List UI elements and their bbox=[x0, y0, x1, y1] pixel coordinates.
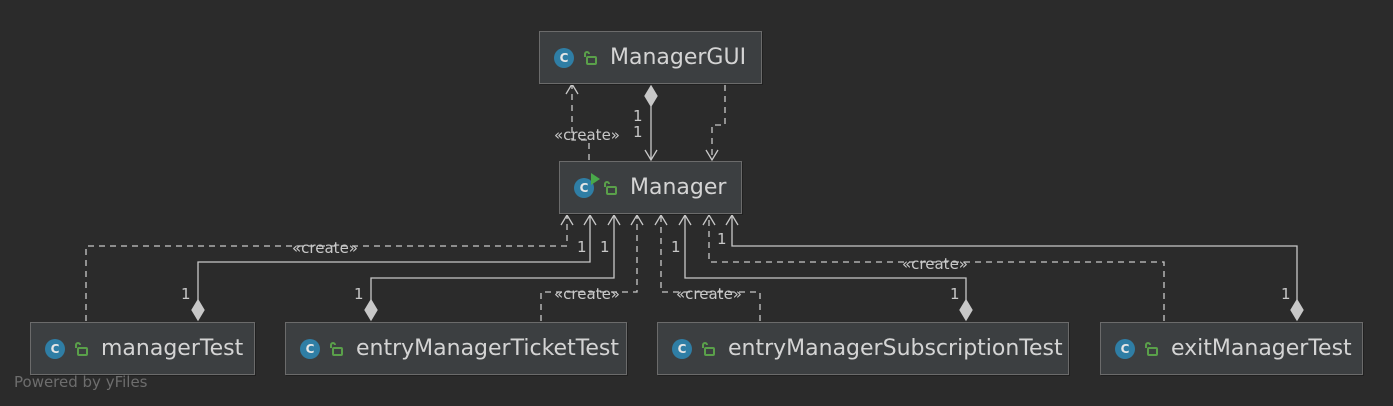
class-node-managergui[interactable]: C ManagerGUI bbox=[539, 31, 762, 84]
edge-managertest-creates-manager bbox=[85, 215, 568, 321]
multiplicity-label: 1 bbox=[354, 285, 364, 303]
edge-subscription-creates-manager bbox=[660, 215, 761, 321]
class-name: entryManagerSubscriptionTest bbox=[728, 336, 1063, 361]
create-label: «create» bbox=[676, 285, 742, 303]
class-icon: C bbox=[554, 47, 574, 68]
edge-ticket-creates-manager bbox=[540, 215, 638, 321]
edge-gui-depends-manager bbox=[711, 85, 726, 160]
class-name: Manager bbox=[630, 175, 727, 200]
unlocked-icon bbox=[1145, 341, 1158, 356]
edge-manager-creates-gui bbox=[571, 84, 590, 160]
class-icon: C bbox=[300, 338, 320, 359]
class-node-managertest[interactable]: C managerTest bbox=[30, 322, 255, 375]
class-icon: C bbox=[1115, 338, 1135, 359]
multiplicity-label: 1 bbox=[633, 107, 643, 125]
create-label: «create» bbox=[902, 255, 968, 273]
class-node-entrymanagersubscriptiontest[interactable]: C entryManagerSubscriptionTest bbox=[657, 322, 1069, 375]
class-icon: C bbox=[45, 338, 65, 359]
multiplicity-label: 1 bbox=[1281, 285, 1291, 303]
edge-subscription-composes-manager bbox=[684, 215, 967, 300]
multiplicity-label: 1 bbox=[717, 230, 727, 248]
multiplicity-label: 1 bbox=[600, 238, 610, 256]
create-label: «create» bbox=[292, 239, 358, 257]
run-marker-icon bbox=[591, 172, 600, 185]
class-node-exitmanagertest[interactable]: C exitManagerTest bbox=[1100, 322, 1363, 375]
multiplicity-label: 1 bbox=[671, 238, 681, 256]
class-node-entrymanagertickettest[interactable]: C entryManagerTicketTest bbox=[285, 322, 627, 375]
class-name: exitManagerTest bbox=[1171, 336, 1352, 361]
class-name: managerTest bbox=[101, 336, 244, 361]
unlocked-icon bbox=[584, 50, 597, 65]
unlocked-icon bbox=[604, 180, 617, 195]
create-label: «create» bbox=[554, 285, 620, 303]
class-node-manager[interactable]: C Manager bbox=[559, 161, 742, 214]
create-label: «create» bbox=[554, 126, 620, 144]
class-icon: C bbox=[574, 172, 600, 198]
multiplicity-label: 1 bbox=[633, 123, 643, 141]
unlocked-icon bbox=[75, 341, 88, 356]
yfiles-watermark: Powered by yFiles bbox=[14, 373, 148, 391]
edge-exit-creates-manager bbox=[708, 215, 1165, 321]
unlocked-icon bbox=[702, 341, 715, 356]
edge-exit-composes-manager bbox=[731, 215, 1298, 300]
edge-managertest-composes-manager bbox=[197, 215, 591, 300]
class-name: entryManagerTicketTest bbox=[356, 336, 620, 361]
multiplicity-label: 1 bbox=[950, 285, 960, 303]
multiplicity-label: 1 bbox=[577, 238, 587, 256]
edge-ticket-composes-manager bbox=[370, 215, 615, 300]
unlocked-icon bbox=[330, 341, 343, 356]
multiplicity-label: 1 bbox=[181, 285, 191, 303]
class-icon: C bbox=[672, 338, 692, 359]
class-name: ManagerGUI bbox=[610, 45, 747, 70]
